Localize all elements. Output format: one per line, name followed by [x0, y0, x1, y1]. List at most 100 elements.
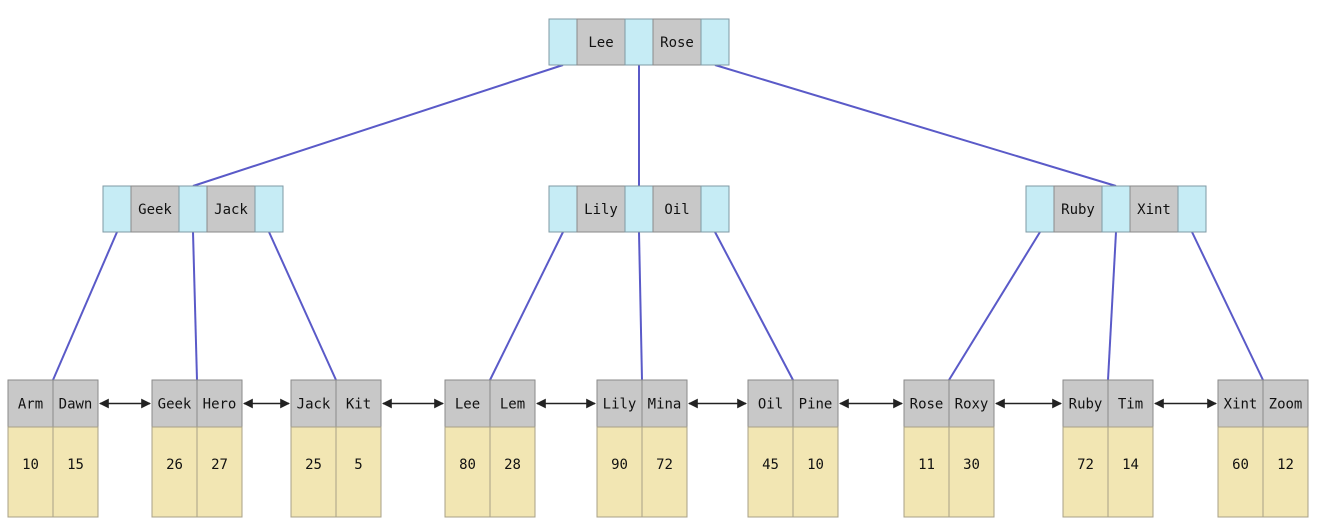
- leaf-2-key-cell-1: [196, 379, 243, 428]
- internal-node-1-key-0: Geek: [138, 202, 172, 218]
- leaf-9-value-cell-1: [1262, 426, 1309, 518]
- leaf-node-5: Lily 90 Mina 72: [596, 379, 688, 518]
- internal-node-1-pointer-1: [178, 185, 208, 233]
- leaf-7-key-cell-0: [903, 379, 950, 428]
- leaf-7-key-0: Rose: [910, 397, 944, 413]
- leaf-4-value-cell-0: [444, 426, 491, 518]
- leaf-8-key-0: Ruby: [1069, 397, 1103, 413]
- leaf-4-value-cell-1: [489, 426, 536, 518]
- leaf-6-value-cell-1: [792, 426, 839, 518]
- leaf-7-key-1: Roxy: [955, 397, 989, 413]
- root-node-key-1: Rose: [660, 35, 694, 51]
- leaf-3-value-0: 25: [305, 457, 322, 473]
- root-node-pointer-0: [548, 18, 578, 66]
- leaf-8-value-cell-1: [1107, 426, 1154, 518]
- leaf-8-key-cell-1: [1107, 379, 1154, 428]
- leaf-5-value-cell-1: [641, 426, 688, 518]
- internal-node-2-pointer-2: [700, 185, 730, 233]
- leaf-6-key-cell-1: [792, 379, 839, 428]
- leaf-7-value-cell-1: [948, 426, 995, 518]
- leaf-5-value-0: 90: [611, 457, 628, 473]
- edge-internal-1-to-leaf-2: [192, 231, 198, 381]
- internal-node-3-pointer-2: [1177, 185, 1207, 233]
- leaf-2-value-0: 26: [166, 457, 183, 473]
- leaf-9-key-1: Zoom: [1269, 397, 1303, 413]
- edge-internal-3-to-leaf-8: [1107, 231, 1117, 381]
- leaf-1-value-cell-1: [52, 426, 99, 518]
- leaf-8-value-0: 72: [1077, 457, 1094, 473]
- leaf-9-value-1: 12: [1277, 457, 1294, 473]
- leaf-2-key-cell-0: [151, 379, 198, 428]
- leaf-6-value-0: 45: [762, 457, 779, 473]
- leaf-5-key-cell-0: [596, 379, 643, 428]
- leaf-node-9: Xint 60 Zoom 12: [1217, 379, 1309, 518]
- leaf-4-value-1: 28: [504, 457, 521, 473]
- leaf-1-key-0: Arm: [18, 397, 43, 413]
- leaf-7-value-cell-0: [903, 426, 950, 518]
- leaf-3-key-1: Kit: [346, 397, 371, 413]
- leaf-2-value-1: 27: [211, 457, 228, 473]
- internal-node-2-key-0: Lily: [584, 202, 618, 218]
- leaf-8-value-cell-0: [1062, 426, 1109, 518]
- internal-node-2-pointer-0: [548, 185, 578, 233]
- internal-node-3-key-cell-1: [1129, 185, 1179, 233]
- edge-internal-3-to-leaf-7: [948, 231, 1041, 381]
- leaf-3-value-cell-1: [335, 426, 382, 518]
- leaf-1-value-cell-0: [7, 426, 54, 518]
- edge-root-to-internal-1: [192, 64, 564, 187]
- leaf-8-value-1: 14: [1122, 457, 1139, 473]
- edge-internal-3-to-leaf-9: [1191, 231, 1264, 381]
- leaf-1-key-cell-1: [52, 379, 99, 428]
- leaf-2-key-1: Hero: [203, 397, 237, 413]
- leaf-node-6: Oil 45 Pine 10: [747, 379, 839, 518]
- leaf-2-value-cell-1: [196, 426, 243, 518]
- leaf-3-value-cell-0: [290, 426, 337, 518]
- edge-internal-2-to-leaf-6: [714, 231, 794, 381]
- internal-node-1-key-cell-0: [130, 185, 180, 233]
- leaf-5-key-1: Mina: [648, 397, 682, 413]
- edge-internal-2-to-leaf-5: [638, 231, 643, 381]
- leaf-9-key-0: Xint: [1224, 397, 1258, 413]
- internal-node-2-key-1: Oil: [664, 202, 689, 218]
- tree-edges: [52, 64, 1264, 381]
- edge-root-to-internal-3: [714, 64, 1117, 187]
- internal-node-2-key-cell-1: [652, 185, 702, 233]
- root-node: Lee Rose: [548, 18, 730, 66]
- leaf-5-key-0: Lily: [603, 397, 637, 413]
- root-node-key-cell-1: [652, 18, 702, 66]
- root-node-key-cell-0: [576, 18, 626, 66]
- leaf-5-key-cell-1: [641, 379, 688, 428]
- leaf-4-value-0: 80: [459, 457, 476, 473]
- internal-node-3-key-1: Xint: [1137, 202, 1171, 218]
- internal-node-1-pointer-2: [254, 185, 284, 233]
- leaf-3-key-0: Jack: [297, 397, 331, 413]
- leaf-6-key-1: Pine: [799, 397, 833, 413]
- leaf-3-value-1: 5: [354, 457, 362, 473]
- internal-node-2-pointer-1: [624, 185, 654, 233]
- leaf-7-value-0: 11: [918, 457, 935, 473]
- root-node-key-0: Lee: [588, 35, 613, 51]
- leaf-5-value-1: 72: [656, 457, 673, 473]
- edge-internal-2-to-leaf-4: [489, 231, 564, 381]
- leaf-7-key-cell-1: [948, 379, 995, 428]
- leaf-6-key-0: Oil: [758, 397, 783, 413]
- internal-node-3-pointer-1: [1101, 185, 1131, 233]
- leaf-1-value-0: 10: [22, 457, 39, 473]
- leaf-9-value-0: 60: [1232, 457, 1249, 473]
- leaf-6-value-1: 10: [807, 457, 824, 473]
- edge-internal-1-to-leaf-3: [268, 231, 337, 381]
- leaf-4-key-0: Lee: [455, 397, 480, 413]
- leaf-5-value-cell-0: [596, 426, 643, 518]
- leaf-1-value-1: 15: [67, 457, 84, 473]
- leaf-2-value-cell-0: [151, 426, 198, 518]
- leaf-node-3: Jack 25 Kit 5: [290, 379, 382, 518]
- leaf-9-key-cell-1: [1262, 379, 1309, 428]
